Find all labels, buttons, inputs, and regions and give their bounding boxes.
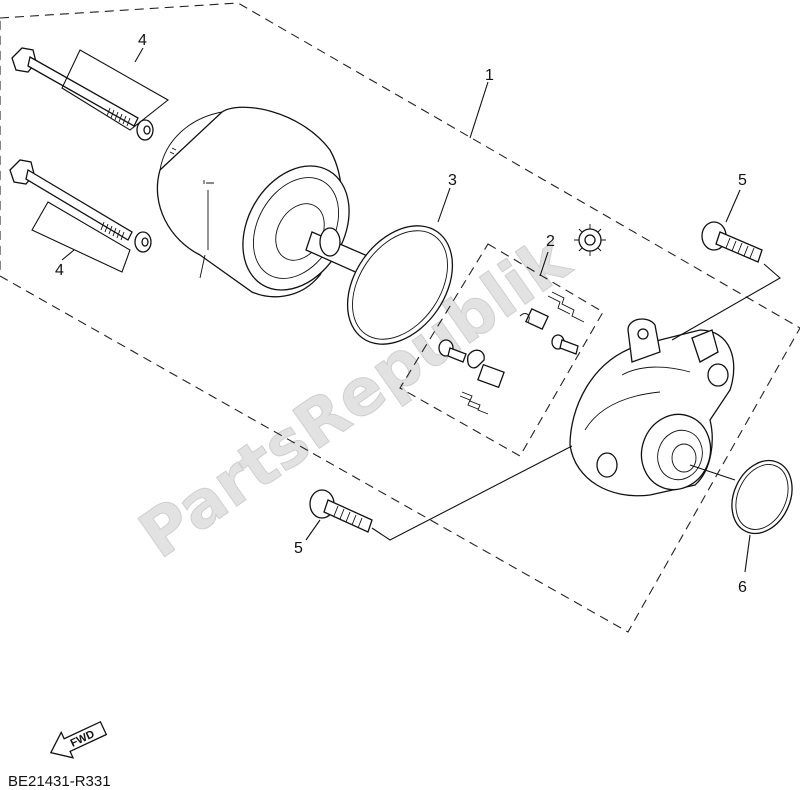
screw-top — [701, 221, 763, 263]
callout-6: 6 — [738, 579, 747, 596]
o-ring-part-6 — [731, 459, 793, 535]
through-bolt-bottom — [9, 159, 152, 253]
fwd-label: FWD — [69, 728, 97, 749]
leader-4-top — [61, 47, 169, 131]
through-bolt-top — [11, 47, 154, 141]
callout-3: 3 — [448, 172, 457, 189]
screw-bottom — [309, 489, 373, 533]
leader-1 — [469, 81, 489, 139]
gear-icon — [574, 224, 606, 256]
callout-2: 2 — [546, 233, 555, 250]
leader-6 — [689, 464, 751, 573]
callout-5-bottom: 5 — [294, 540, 303, 557]
leader-3 — [437, 187, 451, 223]
front-cover — [569, 318, 735, 497]
motor-yoke — [156, 106, 350, 298]
callout-4-top: 4 — [138, 32, 147, 49]
callout-4-bottom: 4 — [55, 262, 64, 279]
fwd-arrow-icon: FWD — [49, 720, 108, 759]
callout-5-top: 5 — [738, 172, 747, 189]
brush-set-part-2 — [438, 291, 585, 415]
leader-5-top — [671, 189, 781, 341]
diagram-code: BE21431-R331 — [8, 773, 111, 790]
callout-1: 1 — [485, 67, 494, 84]
leader-5-bottom — [305, 445, 573, 541]
o-ring-part-3 — [346, 225, 454, 345]
leader-4-bottom — [31, 201, 131, 273]
leader-2 — [539, 251, 549, 277]
starter-assembly-outline — [0, 2, 800, 633]
